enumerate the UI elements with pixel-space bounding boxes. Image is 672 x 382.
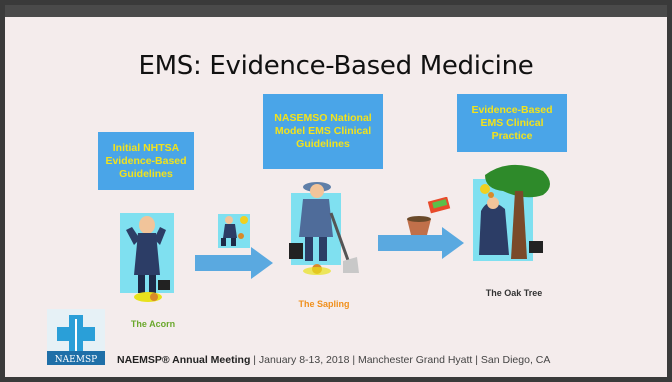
arrow-right-icon xyxy=(195,247,273,279)
oak-tree-illustration xyxy=(473,164,550,261)
callout-sapling: NASEMSO National Model EMS Clinical Guid… xyxy=(263,94,383,169)
footer: NAEMSP® Annual Meeting | January 8-13, 2… xyxy=(117,354,550,366)
top-bar xyxy=(5,5,667,17)
gardener-illustration xyxy=(289,182,359,275)
worried-man-illustration xyxy=(120,213,174,302)
running-man-illustration xyxy=(218,214,250,248)
logo-text: NAEMSP xyxy=(55,355,97,365)
footer-details: | January 8-13, 2018 | Manchester Grand … xyxy=(253,354,551,366)
arrow-right-icon xyxy=(378,227,464,259)
caption-sapling: The Sapling xyxy=(298,299,350,309)
caption-oak: The Oak Tree xyxy=(485,288,543,298)
slide-title: EMS: Evidence-Based Medicine xyxy=(138,51,534,81)
callout-oak: Evidence-Based EMS Clinical Practice xyxy=(457,94,567,152)
footer-org: NAEMSP® Annual Meeting xyxy=(117,354,251,366)
seed-pot-illustration xyxy=(407,197,451,235)
callout-acorn: Initial NHTSA Evidence-Based Guidelines xyxy=(98,132,194,190)
caption-acorn: The Acorn xyxy=(130,319,176,329)
naemsp-logo: NAEMSP xyxy=(47,309,105,365)
